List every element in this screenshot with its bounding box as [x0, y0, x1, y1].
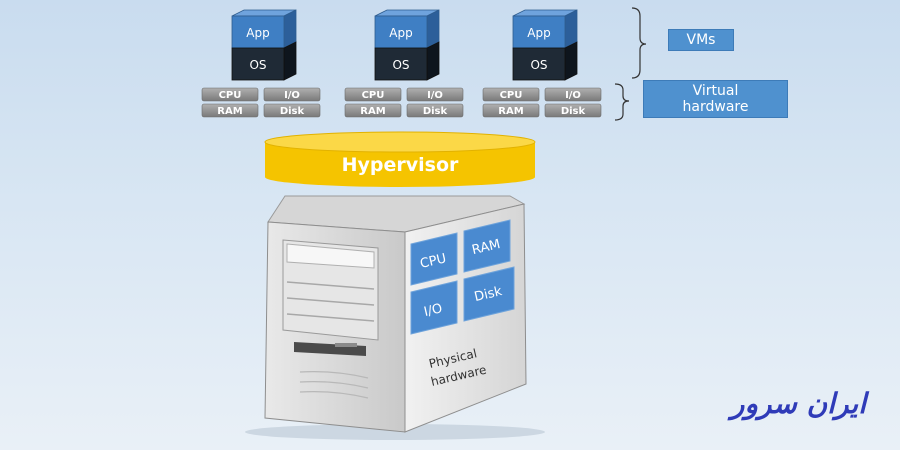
virtual-disk-label: Disk — [280, 106, 305, 117]
app-label: App — [527, 26, 550, 40]
virtual-cpu-label: CPU — [362, 90, 385, 101]
brand-logo: ایران سرور — [730, 387, 866, 420]
os-cube — [231, 47, 285, 81]
physical-server: CPU RAM I/O Disk Physical hardware — [245, 195, 545, 440]
os-cube — [512, 47, 566, 81]
virtual-hardware-bracket — [614, 83, 630, 121]
os-label: OS — [249, 58, 266, 72]
virtual-ram-chip — [482, 103, 540, 118]
vms-label-text: VMs — [686, 32, 716, 48]
os-label: OS — [392, 58, 409, 72]
virtual-ram-chip — [344, 103, 402, 118]
virtual-io-label: I/O — [427, 90, 443, 101]
virtual-cpu-label: CPU — [219, 90, 242, 101]
os-cube — [374, 47, 428, 81]
phys-ram-label: RAM — [471, 237, 502, 258]
virtual-cpu-chip — [344, 87, 402, 102]
virtual-hardware-line1: Virtual — [692, 83, 739, 99]
virtual-io-chip — [406, 87, 464, 102]
virtual-hardware-label: Virtual hardware — [643, 80, 788, 118]
phys-ram-tile — [463, 219, 511, 273]
virtual-ram-label: RAM — [217, 106, 242, 117]
virtual-disk-label: Disk — [561, 106, 586, 117]
virtual-cpu-chip — [482, 87, 540, 102]
phys-cpu-label: CPU — [419, 251, 448, 272]
os-label: OS — [530, 58, 547, 72]
virtual-disk-chip — [544, 103, 602, 118]
virtual-ram-label: RAM — [498, 106, 523, 117]
virtual-io-label: I/O — [565, 90, 581, 101]
virtual-disk-chip — [406, 103, 464, 118]
phys-io-tile — [410, 280, 458, 335]
virtual-cpu-chip — [201, 87, 259, 102]
app-label: App — [389, 26, 412, 40]
virtual-ram-chip — [201, 103, 259, 118]
virtual-disk-label: Disk — [423, 106, 448, 117]
vms-bracket — [631, 7, 647, 79]
app-cube — [231, 15, 285, 49]
virtual-io-chip — [544, 87, 602, 102]
virtual-disk-chip — [263, 103, 321, 118]
virtual-hardware-line2: hardware — [682, 99, 749, 115]
virtual-io-chip — [263, 87, 321, 102]
virtual-ram-label: RAM — [360, 106, 385, 117]
virtual-cpu-label: CPU — [500, 90, 523, 101]
hypervisor-cylinder: Hypervisor — [264, 131, 536, 187]
virtual-io-label: I/O — [284, 90, 300, 101]
phys-disk-tile — [463, 266, 515, 322]
vms-label: VMs — [668, 29, 734, 51]
hypervisor-label: Hypervisor — [342, 154, 459, 176]
app-label: App — [246, 26, 269, 40]
phys-io-label: I/O — [423, 301, 444, 320]
app-cube — [512, 15, 566, 49]
phys-disk-label: Disk — [473, 284, 504, 305]
phys-cpu-tile — [410, 232, 458, 286]
